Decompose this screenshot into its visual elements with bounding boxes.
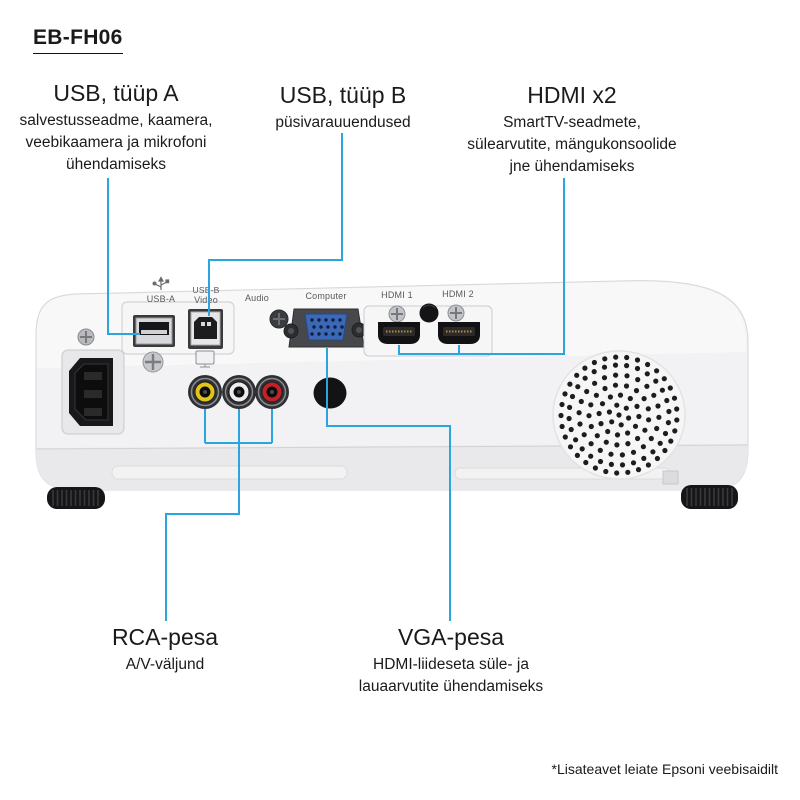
left-foot-knurl — [52, 490, 99, 506]
monitor-icon — [195, 350, 215, 368]
thumb-screw-highlight — [422, 304, 436, 309]
screw-below-usb — [142, 351, 164, 373]
callout-hdmi: HDMI x2 SmartTV-seadmete, sülearvutite, … — [457, 82, 687, 178]
usb-b-port — [188, 309, 223, 349]
hdmi1-port — [378, 322, 420, 344]
callout-vga: VGA-pesa HDMI-liideseta süle- ja lauaarv… — [336, 624, 566, 698]
usb-icon — [152, 276, 170, 290]
right-foot-knurl — [686, 488, 733, 506]
power-pin-1 — [84, 372, 102, 380]
callout-usb-a-title: USB, tüüp A — [53, 80, 179, 106]
callout-usb-b-title: USB, tüüp B — [279, 82, 407, 108]
callout-line-usb-b — [208, 133, 343, 316]
callout-rca-desc: A/V-väljund — [125, 656, 205, 673]
rca-audio-right-jack — [255, 375, 289, 409]
port-label-computer: Computer — [305, 291, 346, 301]
port-label-audio: Audio — [245, 293, 269, 303]
rca-video-jack — [188, 375, 222, 409]
callout-usb-b: USB, tüüp B püsivarauuendused — [243, 82, 443, 134]
foot-tab — [662, 470, 679, 485]
callout-hdmi-desc: SmartTV-seadmete, sülearvutite, mängukon… — [467, 114, 677, 175]
usb-a-port — [133, 315, 175, 347]
screw-hdmi-2 — [447, 304, 465, 322]
vga-pin-holes — [310, 318, 344, 336]
hdmi2-port — [438, 322, 480, 344]
callout-line-rca — [165, 409, 273, 621]
port-label-hdmi1: HDMI 1 — [381, 290, 413, 300]
screw-hdmi-1 — [388, 305, 406, 323]
callout-usb-a-desc: salvestusseadme, kaamera, veebikaamera j… — [19, 112, 213, 173]
base-groove-left — [111, 465, 348, 480]
power-pin-3 — [84, 408, 102, 416]
model-name: EB-FH06 — [33, 26, 123, 54]
rca-audio-left-jack — [222, 375, 256, 409]
speaker-grille-dots — [558, 354, 680, 476]
callout-line-usb-a — [107, 178, 140, 335]
footnote: *Lisateavet leiate Epsoni veebisaidilt — [551, 761, 778, 777]
callout-rca: RCA-pesa A/V-väljund — [65, 624, 265, 676]
power-pin-2 — [84, 390, 102, 398]
callout-vga-title: VGA-pesa — [397, 624, 505, 650]
callout-usb-a: USB, tüüp A salvestusseadme, kaamera, ve… — [8, 80, 224, 176]
callout-rca-title: RCA-pesa — [111, 624, 219, 650]
port-label-video: Video — [194, 295, 218, 305]
black-thumb-screw — [419, 303, 439, 323]
audio-minijack — [313, 377, 347, 409]
callout-line-vga — [326, 348, 451, 621]
port-label-hdmi2: HDMI 2 — [442, 289, 474, 299]
screw-top-left — [77, 328, 95, 346]
callout-usb-b-desc: püsivarauuendused — [275, 114, 411, 131]
vga-port — [283, 308, 367, 348]
vga-connector — [304, 313, 348, 341]
callout-hdmi-title: HDMI x2 — [527, 82, 617, 108]
callout-line-hdmi — [398, 178, 565, 355]
port-label-usb-b: USB-B — [193, 285, 220, 295]
port-label-usb-a: USB-A — [147, 294, 176, 304]
callout-vga-desc: HDMI-liideseta süle- ja lauaarvutite ühe… — [358, 656, 544, 695]
screw-left-of-vga — [269, 309, 289, 329]
